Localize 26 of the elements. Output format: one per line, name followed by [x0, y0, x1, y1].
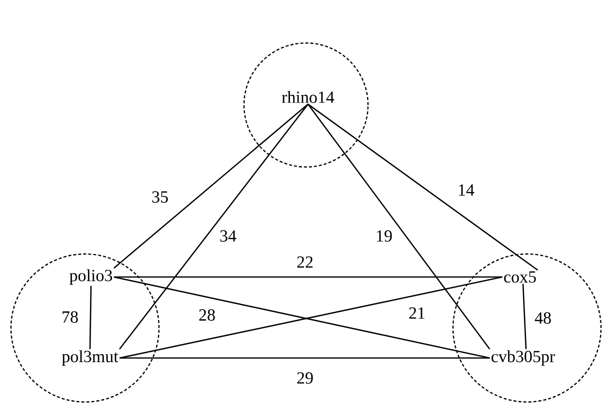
- dashed-circle: [243, 42, 369, 168]
- dashed-circle: [10, 253, 160, 403]
- edge-label: 29: [296, 371, 314, 385]
- connector-line: [114, 104, 308, 269]
- connector-line: [114, 276, 502, 278]
- connector-line: [308, 104, 538, 271]
- node-label: cvb305pr: [492, 350, 555, 366]
- node-label: cox5: [504, 271, 536, 283]
- connector-line: [120, 357, 490, 359]
- dashed-circle: [452, 253, 602, 403]
- connector-line: [119, 104, 309, 350]
- node-label: rhino14: [282, 91, 334, 103]
- edge-label: 48: [534, 311, 552, 325]
- edge-label: 78: [60, 310, 80, 324]
- node-label: pol3mut: [62, 350, 118, 366]
- edge-label: 22: [296, 255, 314, 269]
- edge-label: 28: [198, 308, 216, 322]
- edge-label: 35: [150, 190, 170, 204]
- edge-label: 19: [374, 229, 394, 243]
- edge-label: 14: [456, 183, 476, 197]
- connector-line: [522, 284, 527, 350]
- connector-line: [307, 104, 490, 350]
- connector-line: [89, 286, 92, 350]
- node-label: polio3: [70, 269, 112, 285]
- edge-label: 34: [218, 229, 238, 243]
- edge-label: 21: [408, 306, 426, 320]
